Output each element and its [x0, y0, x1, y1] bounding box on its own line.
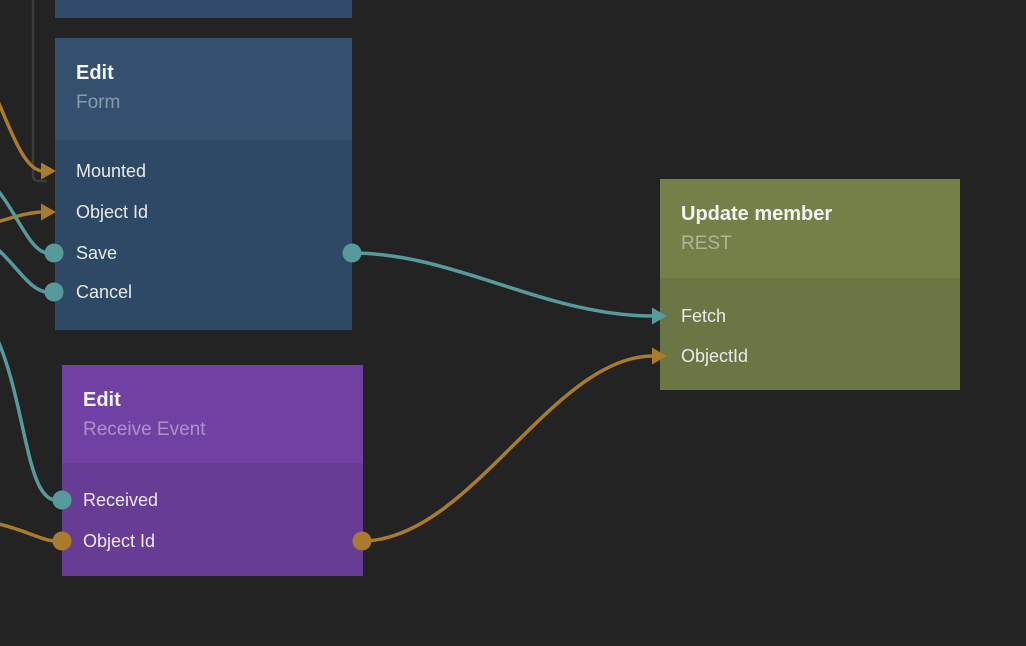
port-received[interactable]: Received: [83, 490, 159, 510]
wire-save-to-fetch[interactable]: [351, 251, 654, 318]
node-subtitle: REST: [681, 233, 732, 254]
wire-to-mounted[interactable]: [0, 92, 44, 173]
wire-to-received[interactable]: [0, 336, 57, 502]
node-update-member-body[interactable]: Fetch ObjectId: [660, 278, 960, 390]
node-cropped-top[interactable]: [55, 0, 352, 18]
arrowhead-object-id-form: [41, 203, 56, 221]
port-fetch[interactable]: Fetch: [681, 306, 727, 326]
wire-to-object-id-receive[interactable]: [0, 522, 57, 543]
node-title: Update member: [681, 203, 833, 225]
port-objectid[interactable]: ObjectId: [681, 346, 749, 366]
node-title: Edit: [76, 62, 114, 84]
arrowhead-mounted: [41, 162, 56, 180]
node-edit-form-header[interactable]: Edit Form: [55, 38, 352, 140]
port-cancel[interactable]: Cancel: [76, 282, 133, 302]
port-object-id[interactable]: Object Id: [83, 531, 156, 551]
node-edit-receive-event-body[interactable]: Received Object Id: [62, 463, 363, 576]
wire-to-object-id-form[interactable]: [0, 210, 44, 224]
node-subtitle: Form: [76, 92, 121, 113]
node-update-member-header[interactable]: Update member REST: [660, 179, 960, 278]
wire-inactive-top-to-mounted[interactable]: [31, 0, 47, 183]
node-subtitle: Receive Event: [83, 419, 206, 440]
wire-to-cancel[interactable]: [0, 246, 49, 294]
wire-to-save[interactable]: [0, 186, 49, 255]
port-object-id[interactable]: Object Id: [76, 202, 149, 222]
node-edit-form-body[interactable]: Mounted Object Id Save Cancel: [55, 140, 352, 330]
port-mounted[interactable]: Mounted: [76, 161, 147, 181]
port-save[interactable]: Save: [76, 243, 118, 263]
node-title: Edit: [83, 389, 121, 411]
node-edit-form[interactable]: Edit Form Mounted Object Id Save Cancel: [55, 38, 352, 330]
node-update-member[interactable]: Update member REST Fetch ObjectId: [660, 179, 960, 390]
wire-object-id-to-objectid[interactable]: [361, 354, 654, 543]
node-edit-receive-event-header[interactable]: Edit Receive Event: [62, 365, 363, 463]
node-edit-receive-event[interactable]: Edit Receive Event Received Object Id: [62, 365, 363, 576]
